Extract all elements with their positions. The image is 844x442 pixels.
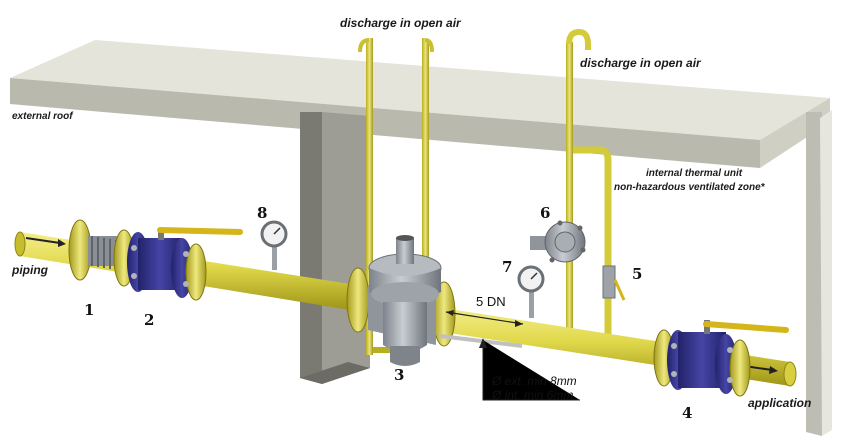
number-5: 5	[632, 265, 642, 283]
number-1: 1	[84, 301, 94, 319]
internal-unit-label: internal thermal unit	[646, 168, 743, 179]
filter-with-valve-inlet	[127, 227, 243, 301]
dn-measurement	[439, 310, 580, 401]
piping-label: piping	[11, 263, 49, 277]
discharge-label-top: discharge in open air	[340, 16, 462, 30]
external-roof-slab	[10, 40, 830, 168]
pressure-regulator	[346, 235, 456, 366]
number-7: 7	[502, 258, 512, 276]
discharge-label-right: discharge in open air	[580, 56, 702, 70]
flexible-joint	[68, 219, 135, 287]
application-label: application	[748, 396, 811, 410]
pressure-gauge-inlet	[260, 220, 288, 270]
relief-valve	[530, 220, 586, 263]
pressure-gauge-outlet	[517, 265, 545, 318]
external-roof-label: external roof	[12, 111, 74, 122]
number-8: 8	[257, 204, 267, 222]
dn-label: 5 DN	[476, 294, 506, 309]
ext-diameter-label: Ø ext. min 8mm	[491, 374, 577, 388]
vent-pipe-right	[566, 28, 626, 336]
filter-with-valve-outlet	[653, 320, 789, 397]
right-wall	[806, 110, 832, 436]
int-diameter-label: Ø int. min 6mm	[491, 388, 573, 402]
wall-column	[300, 112, 370, 384]
number-2: 2	[144, 311, 154, 329]
ventilated-zone-label: non-hazardous ventilated zone*	[614, 182, 766, 193]
number-4: 4	[682, 404, 692, 422]
number-6: 6	[540, 204, 550, 222]
number-3: 3	[394, 366, 404, 384]
